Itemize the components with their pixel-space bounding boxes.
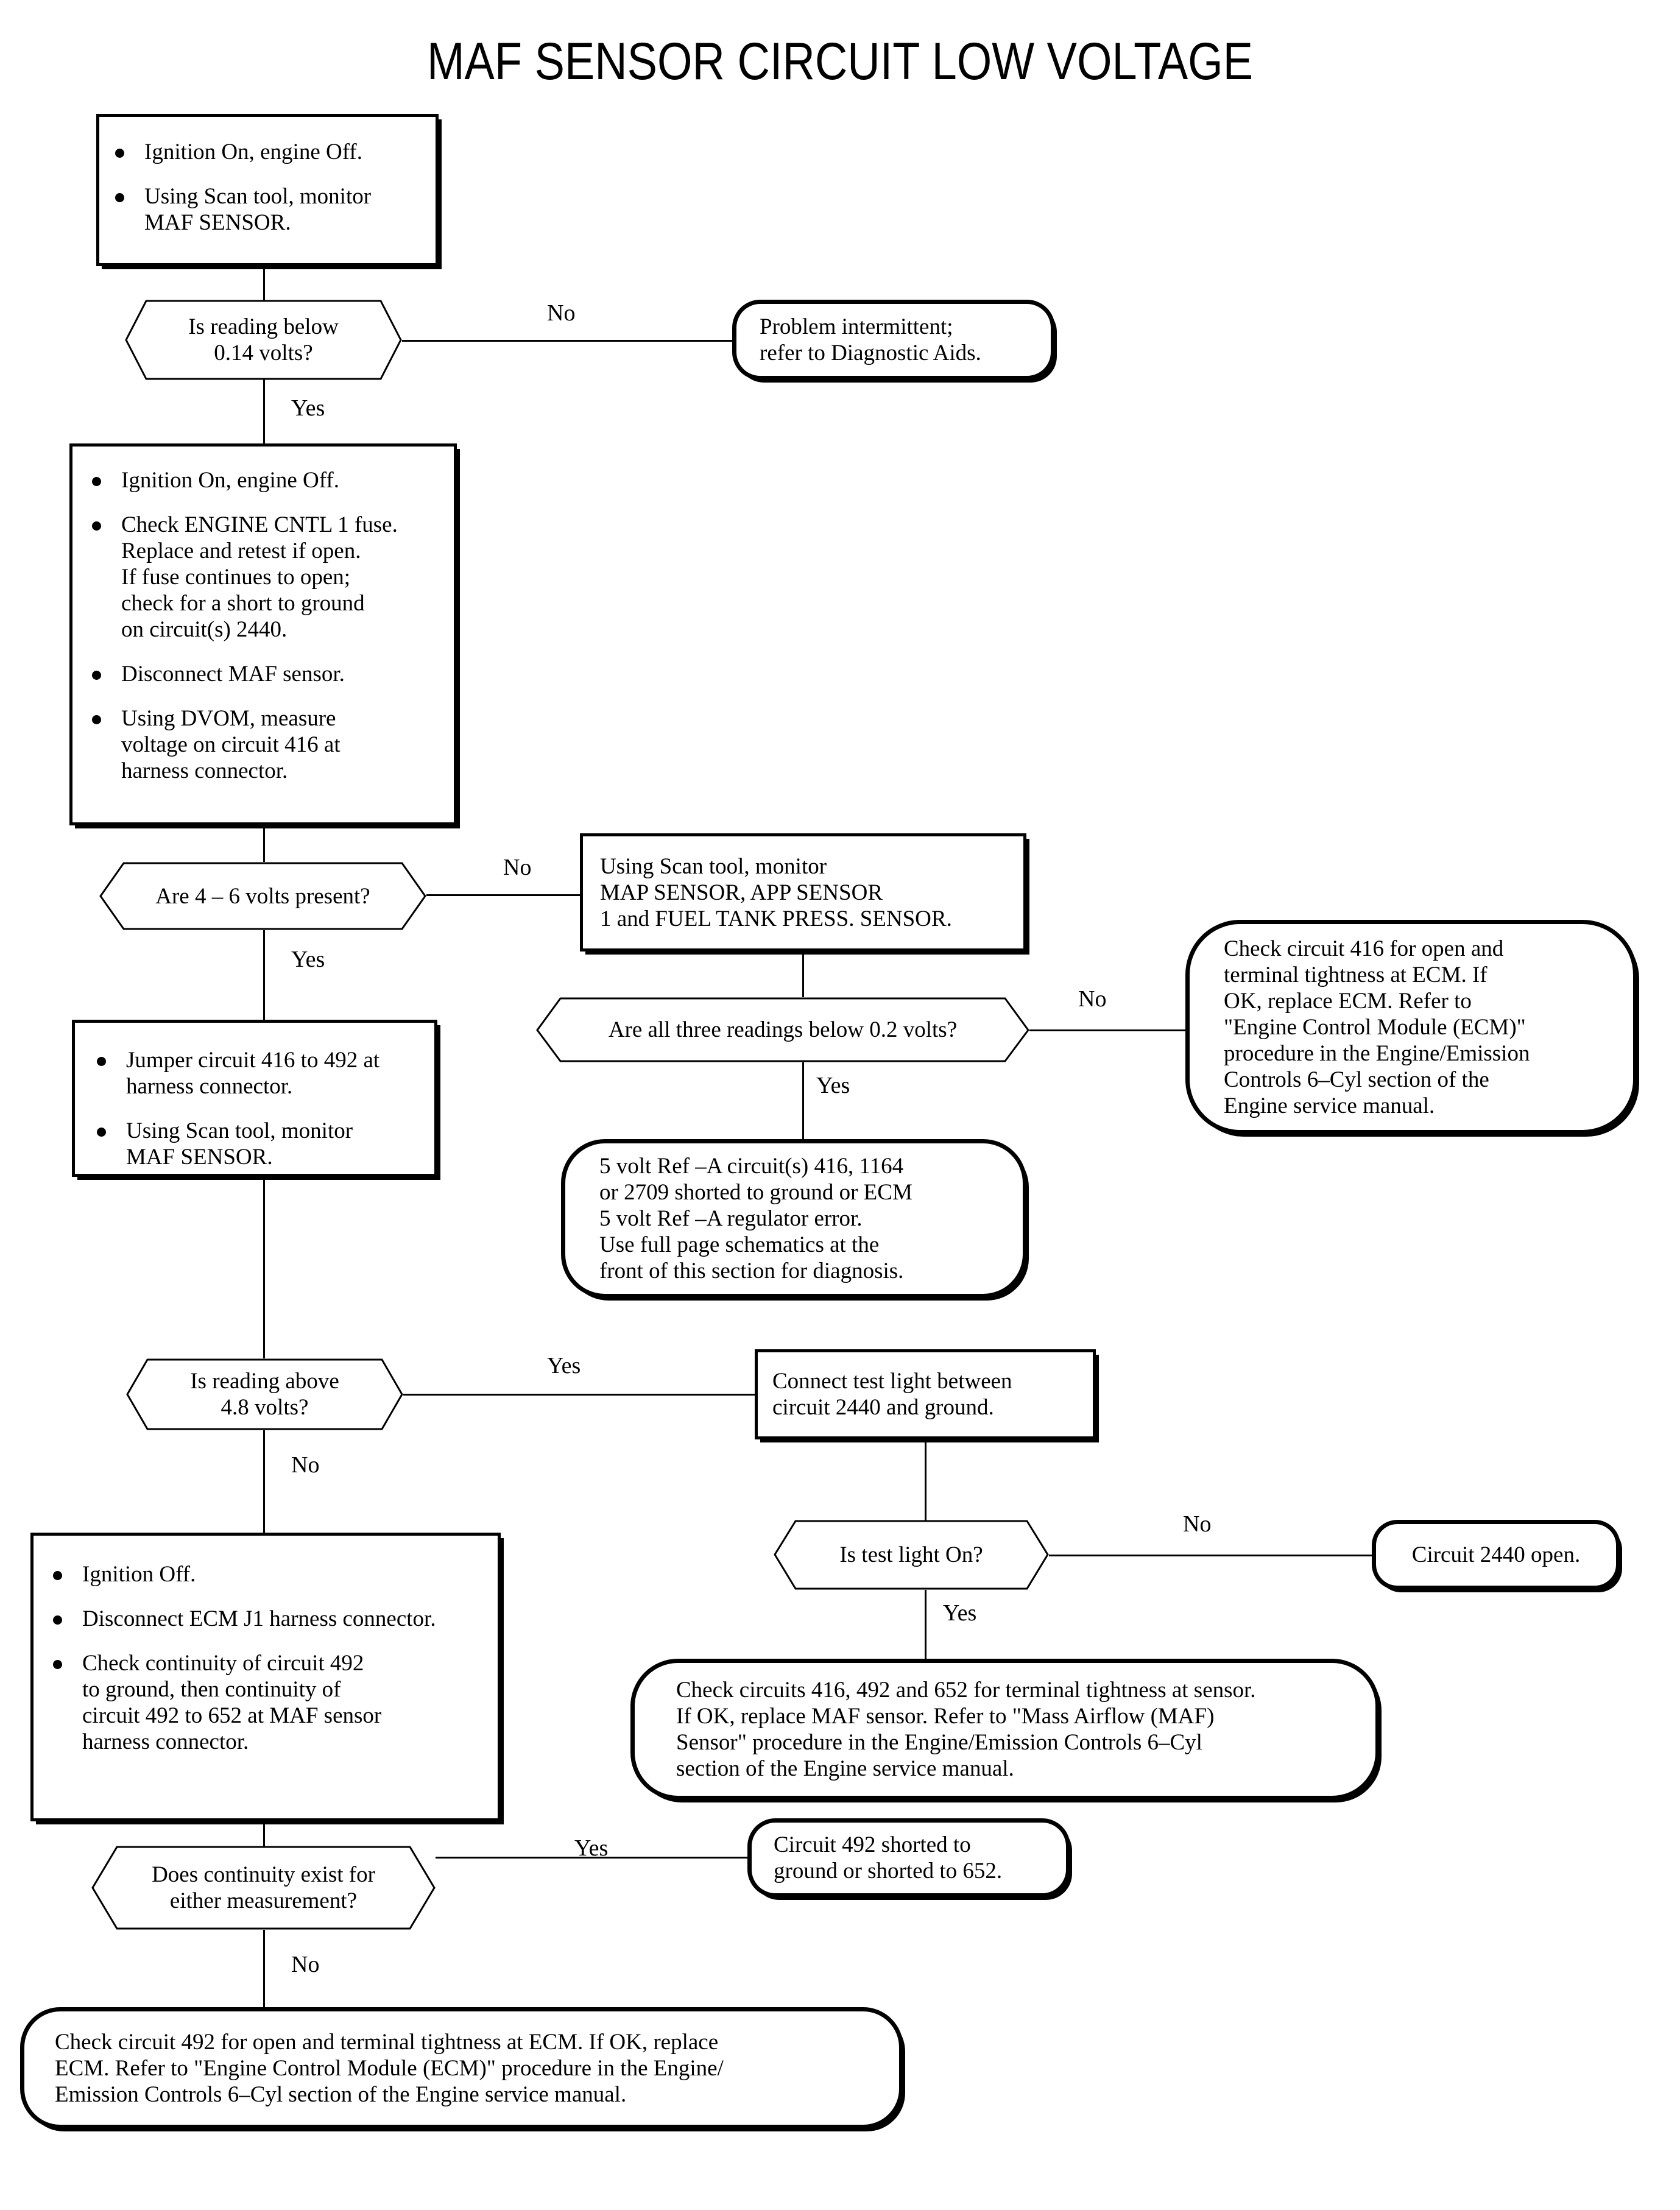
- decision-are-all-three-readings-below-0-2-volts: Are all three readings below 0.2 volts?: [536, 997, 1029, 1062]
- connector-n7-n9: [802, 1062, 804, 1140]
- terminator-circuit-2440-open: Circuit 2440 open.: [1372, 1520, 1620, 1590]
- bullet-item: Disconnect MAF sensor.: [83, 661, 454, 687]
- process-box-fuse-and-voltage-check: Ignition On, engine Off. Check ENGINE CN…: [69, 443, 457, 825]
- edge-label-no: No: [291, 1452, 320, 1478]
- edge-label-yes: Yes: [291, 395, 325, 421]
- terminator-label: Check circuits 416, 492 and 652 for term…: [676, 1678, 1256, 1781]
- bullet-item: Ignition On, engine Off.: [83, 467, 454, 493]
- terminator-label: Circuit 492 shorted to ground or shorted…: [774, 1832, 1003, 1883]
- process-box-monitor-map-app-fuel-sensors: Using Scan tool, monitor MAP SENSOR, APP…: [580, 833, 1026, 951]
- connector-n11-n12: [403, 1394, 755, 1396]
- connector-n13-n14: [1049, 1555, 1372, 1556]
- bullet-item: Check ENGINE CNTL 1 fuse. Replace and re…: [83, 512, 454, 643]
- connector-n4-n5: [263, 825, 265, 862]
- bullet-item: Using Scan tool, monitor MAF SENSOR.: [88, 1118, 434, 1170]
- connector-n17-n19: [263, 1930, 265, 2009]
- bullet-item: Disconnect ECM J1 harness connector.: [44, 1606, 498, 1632]
- terminator-5-volt-ref-a-shorted: 5 volt Ref –A circuit(s) 416, 1164 or 27…: [561, 1139, 1027, 1298]
- edge-label-yes: Yes: [547, 1353, 581, 1379]
- connector-n17-n18: [436, 1857, 747, 1859]
- decision-is-reading-below-0-14-volts: Is reading below 0.14 volts?: [125, 300, 402, 380]
- decision-does-continuity-exist: Does continuity exist for either measure…: [91, 1846, 436, 1930]
- connector-n2-n3: [402, 340, 732, 342]
- edge-label-no: No: [503, 855, 532, 880]
- connector-n5-n10: [263, 930, 265, 1020]
- terminator-check-circuit-492-replace-ecm: Check circuit 492 for open and terminal …: [20, 2007, 903, 2129]
- terminator-label: Circuit 2440 open.: [1411, 1542, 1581, 1567]
- connector-n2-n4: [263, 379, 265, 443]
- connector-n13-n15: [925, 1590, 926, 1659]
- connector-n1-n2: [263, 266, 265, 306]
- terminator-circuit-492-shorted: Circuit 492 shorted to ground or shorted…: [747, 1818, 1070, 1898]
- edge-label-yes: Yes: [291, 947, 325, 972]
- edge-label-no: No: [547, 300, 576, 326]
- bullet-item: Using DVOM, measure voltage on circuit 4…: [83, 705, 454, 784]
- terminator-problem-intermittent: Problem intermittent; refer to Diagnosti…: [732, 300, 1055, 380]
- bullet-item: Ignition Off.: [44, 1561, 498, 1587]
- edge-label-yes: Yes: [816, 1073, 850, 1098]
- process-label: Using Scan tool, monitor MAP SENSOR, APP…: [600, 853, 952, 931]
- decision-are-4-6-volts-present: Are 4 – 6 volts present?: [99, 862, 426, 930]
- process-box-connect-test-light: Connect test light between circuit 2440 …: [755, 1349, 1096, 1439]
- page-title: MAF SENSOR CIRCUIT LOW VOLTAGE: [426, 32, 1254, 91]
- bullet-item: Jumper circuit 416 to 492 at harness con…: [88, 1047, 434, 1100]
- terminator-label: 5 volt Ref –A circuit(s) 416, 1164 or 27…: [599, 1154, 912, 1283]
- connector-n6-n7: [802, 951, 804, 997]
- terminator-check-circuits-416-492-652: Check circuits 416, 492 and 652 for term…: [630, 1659, 1380, 1800]
- edge-label-yes: Yes: [943, 1600, 977, 1626]
- decision-is-reading-above-4-8-volts: Is reading above 4.8 volts?: [126, 1358, 403, 1430]
- connector-n7-n8: [1029, 1029, 1199, 1031]
- connector-n12-n13: [925, 1439, 926, 1531]
- edge-label-no: No: [1183, 1511, 1212, 1537]
- process-label: Connect test light between circuit 2440 …: [772, 1369, 1012, 1420]
- process-box-continuity-check-circuit-492: Ignition Off. Disconnect ECM J1 harness …: [30, 1533, 501, 1821]
- terminator-label: Problem intermittent; refer to Diagnosti…: [760, 314, 981, 365]
- bullet-item: Check continuity of circuit 492 to groun…: [44, 1650, 498, 1755]
- process-box-jumper-circuit-416-to-492: Jumper circuit 416 to 492 at harness con…: [72, 1020, 437, 1177]
- terminator-label: Check circuit 416 for open and terminal …: [1224, 936, 1530, 1118]
- edge-label-no: No: [291, 1952, 320, 1977]
- bullet-item: Using Scan tool, monitor MAF SENSOR.: [107, 183, 436, 236]
- bullet-item: Ignition On, engine Off.: [107, 139, 436, 165]
- connector-n10-n11: [263, 1177, 265, 1358]
- connector-n5-n6: [426, 894, 582, 896]
- process-box-initial-check: Ignition On, engine Off. Using Scan tool…: [96, 114, 439, 266]
- connector-n11-n16: [263, 1430, 265, 1533]
- terminator-label: Check circuit 492 for open and terminal …: [55, 2029, 724, 2107]
- edge-label-no: No: [1078, 986, 1107, 1012]
- decision-is-test-light-on: Is test light On?: [774, 1520, 1049, 1590]
- terminator-check-circuit-416-replace-ecm: Check circuit 416 for open and terminal …: [1185, 920, 1637, 1134]
- edge-label-yes: Yes: [574, 1835, 609, 1861]
